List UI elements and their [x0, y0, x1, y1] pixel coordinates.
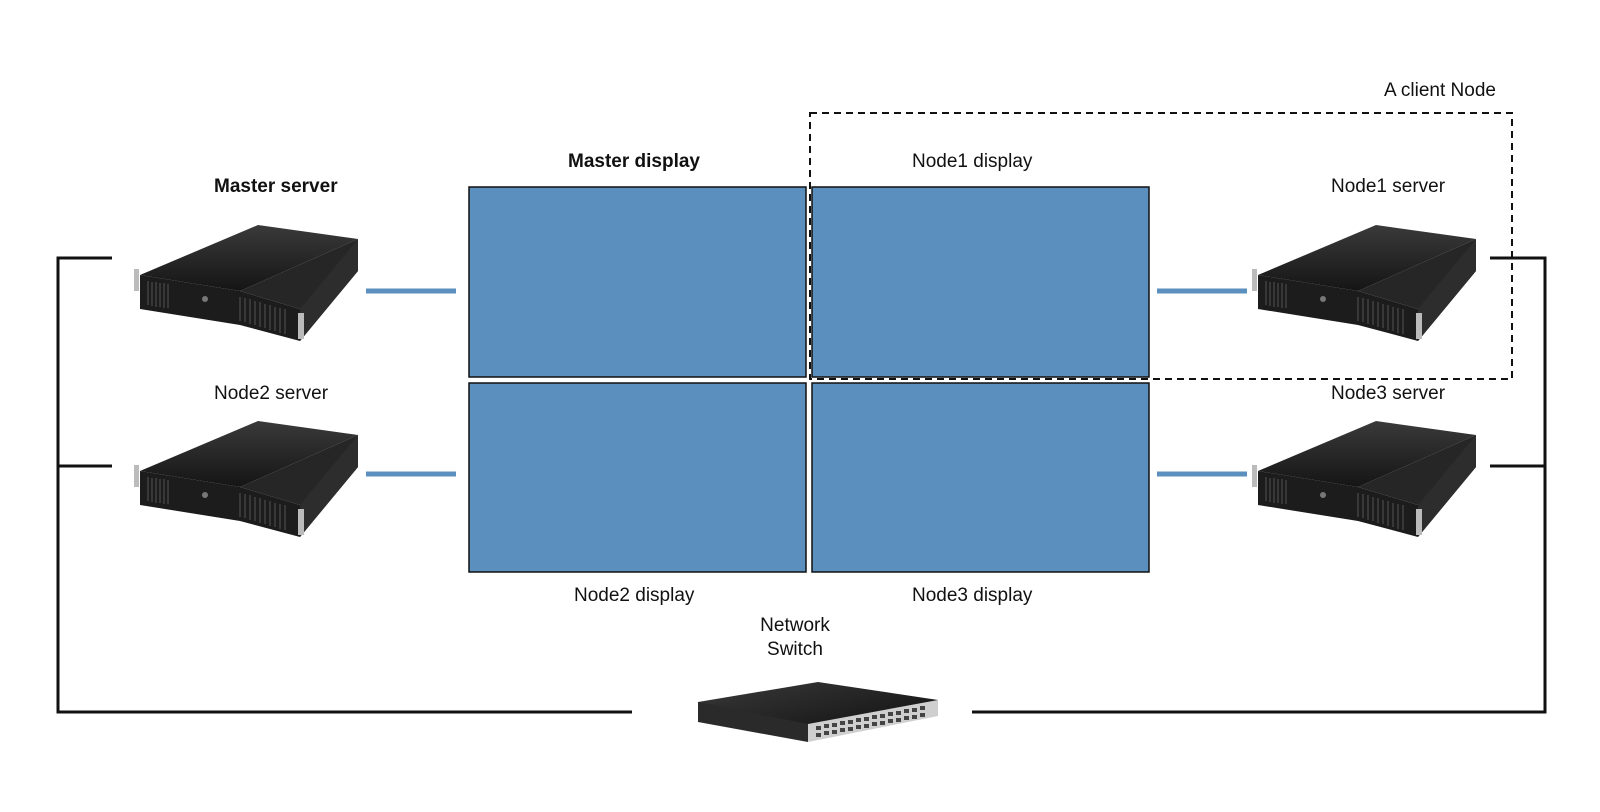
node2-display: [468, 382, 807, 573]
node2-server-rack-server-icon: [133, 420, 359, 538]
network-switch-icon: [698, 682, 938, 742]
network-switch-label-line1: Network: [760, 615, 830, 636]
network-cabling: [56, 256, 1547, 714]
node2-display-label: Node2 display: [574, 585, 695, 606]
display-links: [366, 288, 1247, 477]
node3-display-label: Node3 display: [912, 585, 1033, 606]
client-node-boundary: [809, 112, 1513, 380]
client-node-label: A client Node: [1384, 80, 1496, 101]
node3-server-rack-server-icon: [1251, 420, 1477, 538]
network-switch-label: Network Switch: [735, 614, 855, 662]
node1-display-label: Node1 display: [912, 151, 1033, 172]
node2-server-label: Node2 server: [214, 383, 329, 404]
master-server-label: Master server: [214, 176, 338, 197]
master-display: [468, 186, 807, 378]
node1-server-rack-server-icon: [1251, 224, 1477, 342]
node1-display: [811, 186, 1150, 378]
node3-server-label: Node3 server: [1331, 383, 1446, 404]
node1-server-label: Node1 server: [1331, 176, 1446, 197]
node3-display: [811, 382, 1150, 573]
master-server-rack-server-icon: [133, 224, 359, 342]
network-switch-label-line2: Switch: [767, 639, 823, 660]
master-display-label: Master display: [568, 151, 700, 172]
